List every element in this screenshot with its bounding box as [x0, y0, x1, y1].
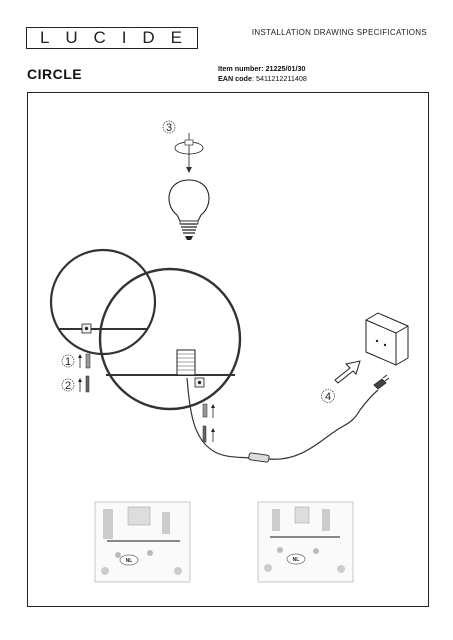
nl-badge-left: NL	[126, 558, 133, 564]
lamp-holder	[176, 349, 196, 376]
lucide-logo: L U C I D E	[26, 27, 198, 49]
step-3-badge: 3	[162, 120, 176, 134]
logo-letter: E	[170, 28, 184, 47]
document-title: INSTALLATION DRAWING SPECIFICATIONS	[251, 28, 427, 37]
detail-panel-left: NL	[94, 501, 191, 583]
ean-value: : 5411212211408	[251, 74, 307, 83]
item-number-label: Item number:	[218, 64, 264, 73]
power-cable	[186, 374, 390, 463]
step-4-badge: 4	[321, 389, 335, 403]
step-2-number: 2	[65, 380, 71, 392]
lamp-ring-right	[98, 267, 242, 411]
logo-letter: U	[65, 28, 80, 47]
wall-outlet-box-icon	[365, 312, 409, 366]
ean-line: EAN code: 5411212211408	[218, 74, 307, 84]
item-info: Item number: 21225/01/30 EAN code: 54112…	[218, 64, 307, 84]
screw-anchor-icons	[78, 353, 215, 443]
lamp-ring-left	[49, 248, 157, 356]
step-2-badge: 2	[61, 378, 75, 392]
step-1-badge: 1	[61, 354, 75, 368]
logo-letter: I	[121, 28, 129, 47]
nl-badge-right: NL	[293, 557, 300, 563]
detail-panel-right: NL	[257, 501, 354, 583]
rotate-arrow-icon	[174, 133, 204, 173]
step-4-number: 4	[325, 391, 331, 403]
item-number-line: Item number: 21225/01/30	[218, 64, 307, 74]
product-name: CIRCLE	[27, 66, 83, 82]
light-bulb-icon	[168, 179, 210, 240]
drawing-frame	[27, 92, 429, 607]
ean-label: EAN code	[218, 74, 252, 83]
item-number-value: 21225/01/30	[265, 64, 306, 73]
step-3-number: 3	[166, 122, 172, 134]
step-1-number: 1	[65, 356, 71, 368]
insert-arrow-icon	[334, 360, 361, 384]
logo-letter: D	[142, 28, 157, 47]
logo-letter: C	[93, 28, 108, 47]
logo-letter: L	[39, 28, 52, 47]
